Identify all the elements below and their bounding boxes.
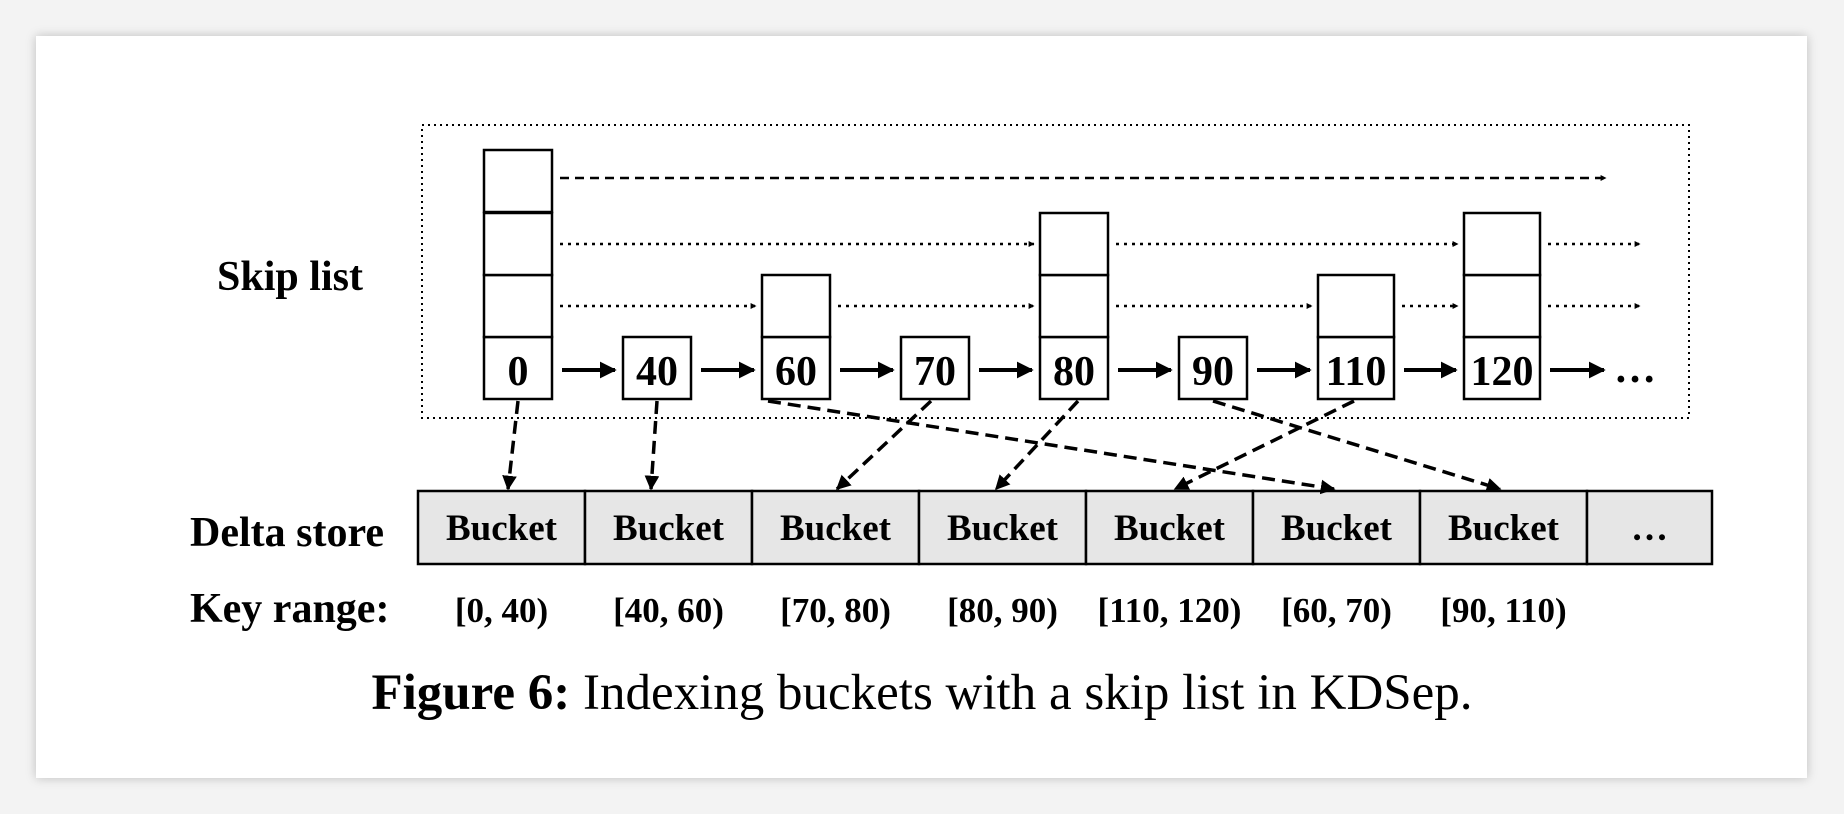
node-key-110: 110	[1326, 349, 1387, 395]
key-range-4: [110, 120)	[1098, 591, 1242, 630]
bucket-box-6	[1418, 489, 1589, 566]
skip-list-node-120: 120	[1462, 211, 1542, 401]
skip-list-tail-ellipsis: …	[1614, 346, 1656, 392]
bucket-label-2: Bucket	[780, 508, 892, 549]
skip-list-node-90: 90	[1177, 335, 1249, 401]
key-range-label: Key range:	[190, 586, 389, 632]
pointer-40-to-bucket-1	[644, 400, 660, 491]
node-0-level-2	[482, 211, 554, 277]
node-key-60: 60	[775, 349, 817, 395]
skip-list-node-40: 40	[621, 335, 693, 401]
node-80-level-0	[1038, 335, 1110, 401]
pointer-70-to-bucket-2	[835, 399, 933, 491]
bucket-6: Bucket	[1418, 489, 1589, 566]
node-120-level-2	[1462, 211, 1542, 277]
node-key-120: 120	[1471, 349, 1534, 395]
caption-label: Figure 6:	[371, 665, 571, 721]
key-ranges: [0, 40) [40, 60) [70, 80) [80, 90) [110, 120…	[455, 591, 1567, 630]
bucket-tail-box	[1585, 489, 1714, 566]
skip-list-node-110: 110	[1316, 273, 1396, 401]
skip-list-node-0: 0	[482, 148, 554, 401]
bucket-4: Bucket	[1084, 489, 1255, 566]
bucket-label-5: Bucket	[1281, 508, 1393, 549]
skip-list-nodes: 0 40 60 70 80 90 110 120	[482, 148, 1542, 401]
node-70-level-0	[899, 335, 971, 401]
node-60-level-1	[760, 273, 832, 339]
skip-list-node-60: 60	[760, 273, 832, 401]
node-120-level-1	[1462, 273, 1542, 339]
node-110-level-1	[1316, 273, 1396, 339]
caption-text: Indexing buckets with a skip list in KDS…	[570, 665, 1473, 721]
bucket-box-2	[750, 489, 921, 566]
key-range-3: [80, 90)	[947, 591, 1058, 630]
key-range-5: [60, 70)	[1281, 591, 1392, 630]
node-0-level-3	[482, 148, 554, 214]
pointer-60-to-bucket-5	[767, 399, 1336, 495]
skip-list-node-70: 70	[899, 335, 971, 401]
node-80-level-2	[1038, 211, 1110, 277]
bucket-5: Bucket	[1251, 489, 1422, 566]
bucket-1: Bucket	[583, 489, 754, 566]
figure-card	[36, 36, 1807, 778]
bucket-box-4	[1084, 489, 1255, 566]
delta-store-buckets: Bucket Bucket Bucket Bucket Bucket Bucket Buck…	[416, 489, 1714, 566]
bucket-label-4: Bucket	[1114, 508, 1226, 549]
pointer-0-to-bucket-0	[502, 400, 520, 491]
node-80-level-1	[1038, 273, 1110, 339]
key-range-6: [90, 110)	[1440, 591, 1566, 630]
bucket-box-0	[416, 489, 587, 566]
node-to-bucket-pointers	[502, 399, 1502, 495]
bucket-label-6: Bucket	[1448, 508, 1560, 549]
key-range-2: [70, 80)	[780, 591, 891, 630]
bucket-tail: …	[1585, 489, 1714, 566]
bucket-2: Bucket	[750, 489, 921, 566]
node-key-70: 70	[914, 349, 956, 395]
node-key-40: 40	[636, 349, 678, 395]
node-40-level-0	[621, 335, 693, 401]
skip-list-label: Skip list	[217, 254, 363, 300]
bucket-0: Bucket	[416, 489, 587, 566]
pointer-90-to-bucket-6	[1212, 399, 1502, 493]
node-60-level-0	[760, 335, 832, 401]
node-0-level-1	[482, 273, 554, 339]
skip-links: …	[560, 175, 1656, 392]
bucket-tail-ellipsis: …	[1631, 508, 1668, 549]
figure-caption: Figure 6: Indexing buckets with a skip l…	[0, 664, 1844, 722]
bucket-label-0: Bucket	[446, 508, 558, 549]
node-key-0: 0	[508, 349, 529, 395]
bucket-label-1: Bucket	[613, 508, 725, 549]
pointer-80-to-bucket-3	[994, 399, 1080, 491]
bucket-label-3: Bucket	[947, 508, 1059, 549]
node-key-90: 90	[1192, 349, 1234, 395]
node-key-80: 80	[1053, 349, 1095, 395]
pointer-110-to-bucket-4	[1173, 399, 1355, 491]
skip-list-node-80: 80	[1038, 211, 1110, 401]
delta-store-label: Delta store	[190, 510, 384, 556]
node-90-level-0	[1177, 335, 1249, 401]
key-range-0: [0, 40)	[455, 591, 548, 630]
key-range-1: [40, 60)	[613, 591, 724, 630]
bucket-3: Bucket	[917, 489, 1088, 566]
